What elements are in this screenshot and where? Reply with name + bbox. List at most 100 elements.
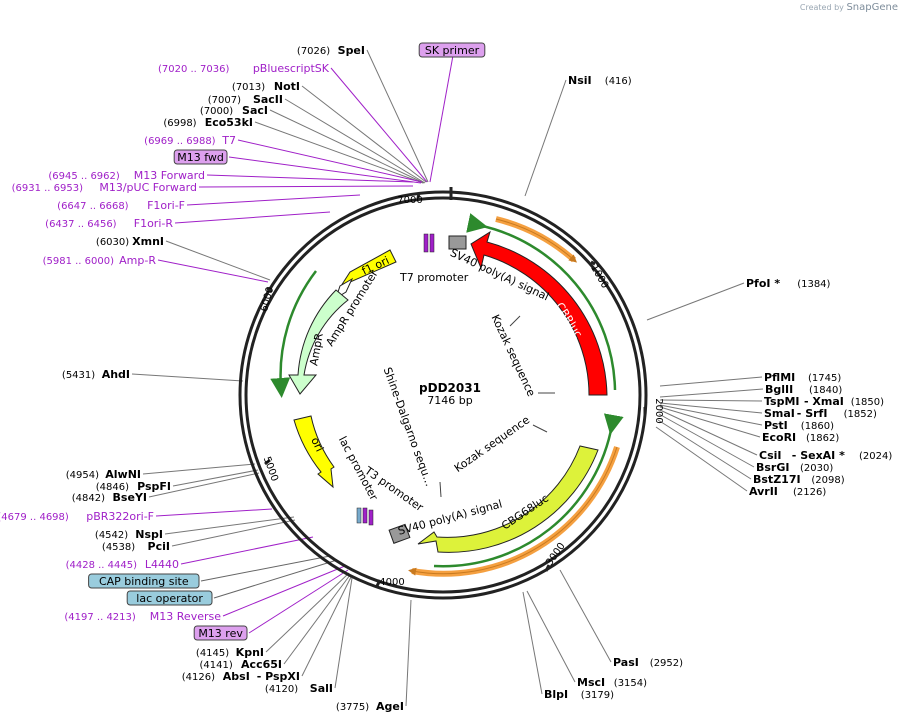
label-position: (6030) <box>96 237 129 248</box>
label-pfoi[interactable]: PfoI *(1384) <box>746 277 831 290</box>
label-name: lac operator <box>136 592 203 605</box>
label-m13-rev[interactable]: M13 rev <box>193 625 248 641</box>
label-eco53ki[interactable]: Eco53kI(6998) <box>163 116 253 129</box>
label-xmni[interactable]: XmnI(6030) <box>96 235 164 248</box>
label-name: AhdI <box>102 368 130 381</box>
label-position: (7013) <box>232 82 265 93</box>
primer-marker-m13rev <box>362 507 368 524</box>
tick-label-4000: 4000 <box>379 577 404 588</box>
label-msci[interactable]: MscI(3154) <box>577 676 647 689</box>
label-name-2: - PspXI <box>257 670 300 683</box>
label-smai[interactable]: SmaI- SrfI(1852) <box>764 407 877 420</box>
label-position: (5431) <box>62 370 95 381</box>
label-avrii[interactable]: AvrII(2126) <box>749 485 826 498</box>
label-position: (4197 .. 4213) <box>64 612 136 623</box>
label-position: (1745) <box>808 373 841 384</box>
label-lac-operator[interactable]: lac operator <box>126 590 213 606</box>
label-position: (416) <box>605 76 632 87</box>
label-pbluescriptsk[interactable]: pBluescriptSK(7020 .. 7036) <box>158 62 330 75</box>
label-pcii[interactable]: PciI(4538) <box>102 540 170 553</box>
orange-arc-top-arrow <box>495 218 577 263</box>
label-name: PfoI * <box>746 277 780 290</box>
label-name: TspMI <box>764 395 800 408</box>
label-bsrgi[interactable]: BsrGI(2030) <box>756 461 833 474</box>
label-acc65i[interactable]: Acc65I(4141) <box>200 658 282 671</box>
label-cap-binding-site[interactable]: CAP binding site <box>88 573 200 589</box>
label-name: PasI <box>613 656 639 669</box>
label-saci[interactable]: SacI(7000) <box>200 104 268 117</box>
label-name: AgeI <box>376 700 404 713</box>
label-name: BseYI <box>113 491 147 504</box>
label-alwni[interactable]: AlwNI(4954) <box>66 468 141 481</box>
label-m13-puc-forward[interactable]: M13/pUC Forward (6931 .. 6953) <box>12 181 197 194</box>
label-bglii[interactable]: BglII(1840) <box>765 383 842 396</box>
label-pflmi[interactable]: PflMI(1745) <box>764 371 841 384</box>
backbone-inner <box>244 196 642 594</box>
green-arc-left <box>270 270 317 398</box>
sv40-top-box <box>448 235 467 250</box>
label-name: M13 fwd <box>177 151 224 164</box>
label-name: PspFI <box>137 480 171 493</box>
label-t7[interactable]: T7(6969 .. 6988) <box>144 134 236 147</box>
label-name: T7 <box>221 134 236 147</box>
cbrluc-arrow <box>470 230 608 396</box>
ampr-label: AmpR <box>307 332 326 367</box>
label-position: (6931 .. 6953) <box>12 183 84 194</box>
label-name: PstI <box>764 419 788 432</box>
label-name: XmnI <box>132 235 164 248</box>
label-sali[interactable]: SalI(4120) <box>265 682 333 695</box>
label-name: SpeI <box>338 44 365 57</box>
label-ecori[interactable]: EcoRI(1862) <box>762 431 839 444</box>
label-position: (4542) <box>95 530 128 541</box>
label-name: SalI <box>310 682 333 695</box>
label-sk-primer[interactable]: SK primer <box>418 42 486 58</box>
label-position: (6647 .. 6668) <box>57 201 129 212</box>
label-m13-reverse[interactable]: M13 Reverse (4197 .. 4213) <box>64 610 221 623</box>
label-position: (3775) <box>336 702 369 713</box>
label-name: SacII <box>253 93 283 106</box>
label-name: NsiI <box>568 74 592 87</box>
label-position: (4842) <box>72 493 105 504</box>
label-pasi[interactable]: PasI (2952) <box>613 656 683 669</box>
label-tspmi[interactable]: TspMI- XmaI(1850) <box>764 395 884 408</box>
label-bseyi[interactable]: BseYI (4842) <box>72 491 147 504</box>
label-ahdi[interactable]: AhdI (5431) <box>62 368 130 381</box>
label-m13-forward[interactable]: M13 Forward(6945 .. 6962) <box>48 169 205 182</box>
label-position: (1862) <box>806 433 839 444</box>
label-noti[interactable]: NotI(7013) <box>232 80 300 93</box>
label-pspfi[interactable]: PspFI(4846) <box>96 480 171 493</box>
label-position: (2952) <box>650 658 683 669</box>
label-psti[interactable]: PstI(1860) <box>764 419 834 432</box>
label-amp-r[interactable]: Amp-R(5981 .. 6000) <box>43 254 157 267</box>
label-pbr322ori-f[interactable]: pBR322ori-F(4679 .. 4698) <box>0 510 154 523</box>
label-kpni[interactable]: KpnI(4145) <box>196 646 264 659</box>
label-name: SK primer <box>425 44 480 57</box>
left-site-labels: SpeI(7026) SK primer pBluescriptSK(7020 ..… <box>0 42 486 713</box>
label-nspi[interactable]: NspI (4542) <box>95 528 163 541</box>
label-position: (6437 .. 6456) <box>45 219 117 230</box>
label-nsii[interactable]: NsiI (416) <box>568 74 632 87</box>
label-name: M13/pUC Forward <box>99 181 197 194</box>
label-blpi[interactable]: BlpI(3179) <box>544 688 614 701</box>
label-agei[interactable]: AgeI (3775) <box>336 700 404 713</box>
label-spei[interactable]: SpeI(7026) <box>297 44 365 57</box>
t7-promoter-label: T7 promoter <box>399 271 469 284</box>
label-bstz17i[interactable]: BstZ17I(2098) <box>753 473 845 486</box>
label-position: (7007) <box>208 95 241 106</box>
label-name: pBR322ori-F <box>86 510 154 523</box>
label-sacii[interactable]: SacII (7007) <box>208 93 283 106</box>
label-l4440[interactable]: L4440(4428 .. 4445) <box>66 558 179 571</box>
sv40-bottom-box <box>388 523 411 544</box>
label-m13-fwd[interactable]: M13 fwd <box>173 149 228 165</box>
kozak-bottom-label: Kozak sequence <box>452 413 532 475</box>
label-name: CAP binding site <box>99 575 189 588</box>
label-name: M13 Reverse <box>150 610 221 623</box>
label-position: (4954) <box>66 470 99 481</box>
label-csii[interactable]: CsiI- SexAI *(2024) <box>759 449 892 462</box>
ampr-arrow <box>288 289 349 395</box>
label-f1ori-f[interactable]: F1ori-F(6647 .. 6668) <box>57 199 185 212</box>
label-f1ori-r[interactable]: F1ori-R(6437 .. 6456) <box>45 217 173 230</box>
label-name: NspI <box>135 528 163 541</box>
